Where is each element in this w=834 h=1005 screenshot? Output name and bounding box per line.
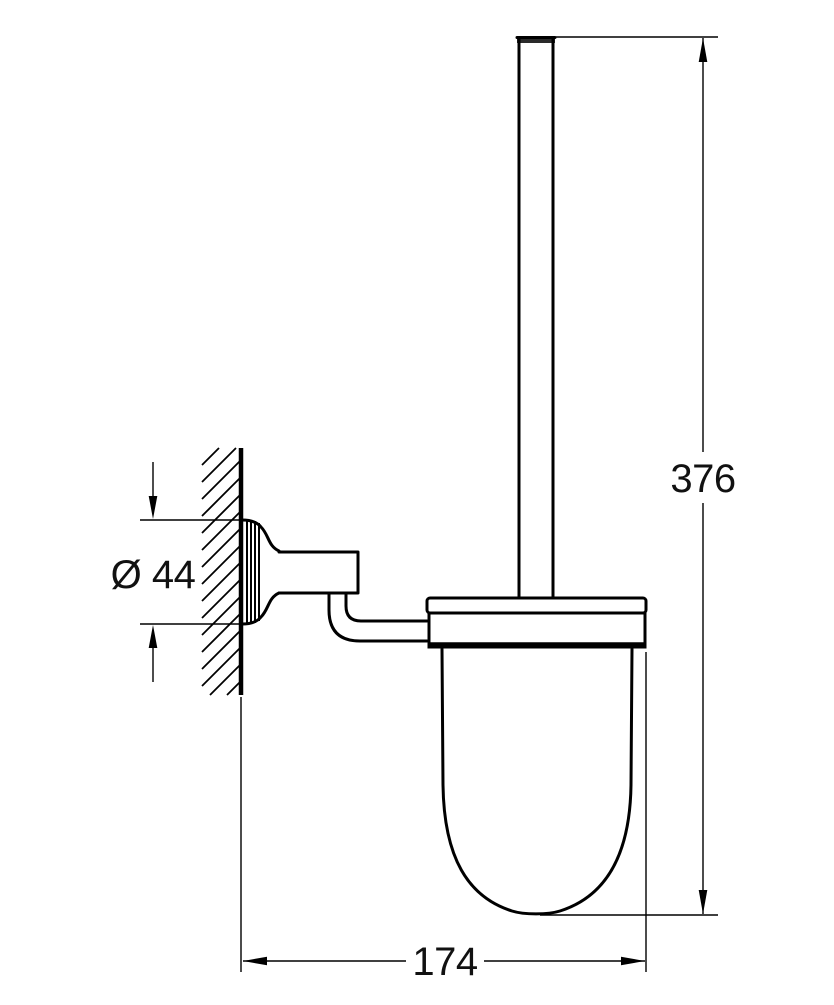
dimension-height: 376: [540, 36, 736, 916]
arrow-left-icon: [243, 956, 267, 966]
dimension-diameter: Ø 44: [111, 462, 249, 682]
arrow-down-icon: [698, 890, 708, 914]
brush-handle: [515, 36, 557, 600]
arrow-up-icon: [698, 38, 708, 62]
arrow-right-icon: [621, 956, 645, 966]
mount-arm: [327, 591, 429, 643]
dimension-diameter-label: Ø 44: [111, 553, 196, 597]
dimension-height-label: 376: [670, 457, 735, 501]
dimension-depth-label: 174: [412, 940, 477, 984]
glass-container: [440, 647, 634, 916]
dimension-depth: 174: [240, 652, 647, 984]
wall-hatching: [201, 447, 241, 696]
arrow-up-icon: [148, 625, 158, 648]
arrow-down-icon: [148, 496, 158, 519]
handle-cap: [517, 36, 555, 43]
holder-collar: [425, 596, 648, 649]
